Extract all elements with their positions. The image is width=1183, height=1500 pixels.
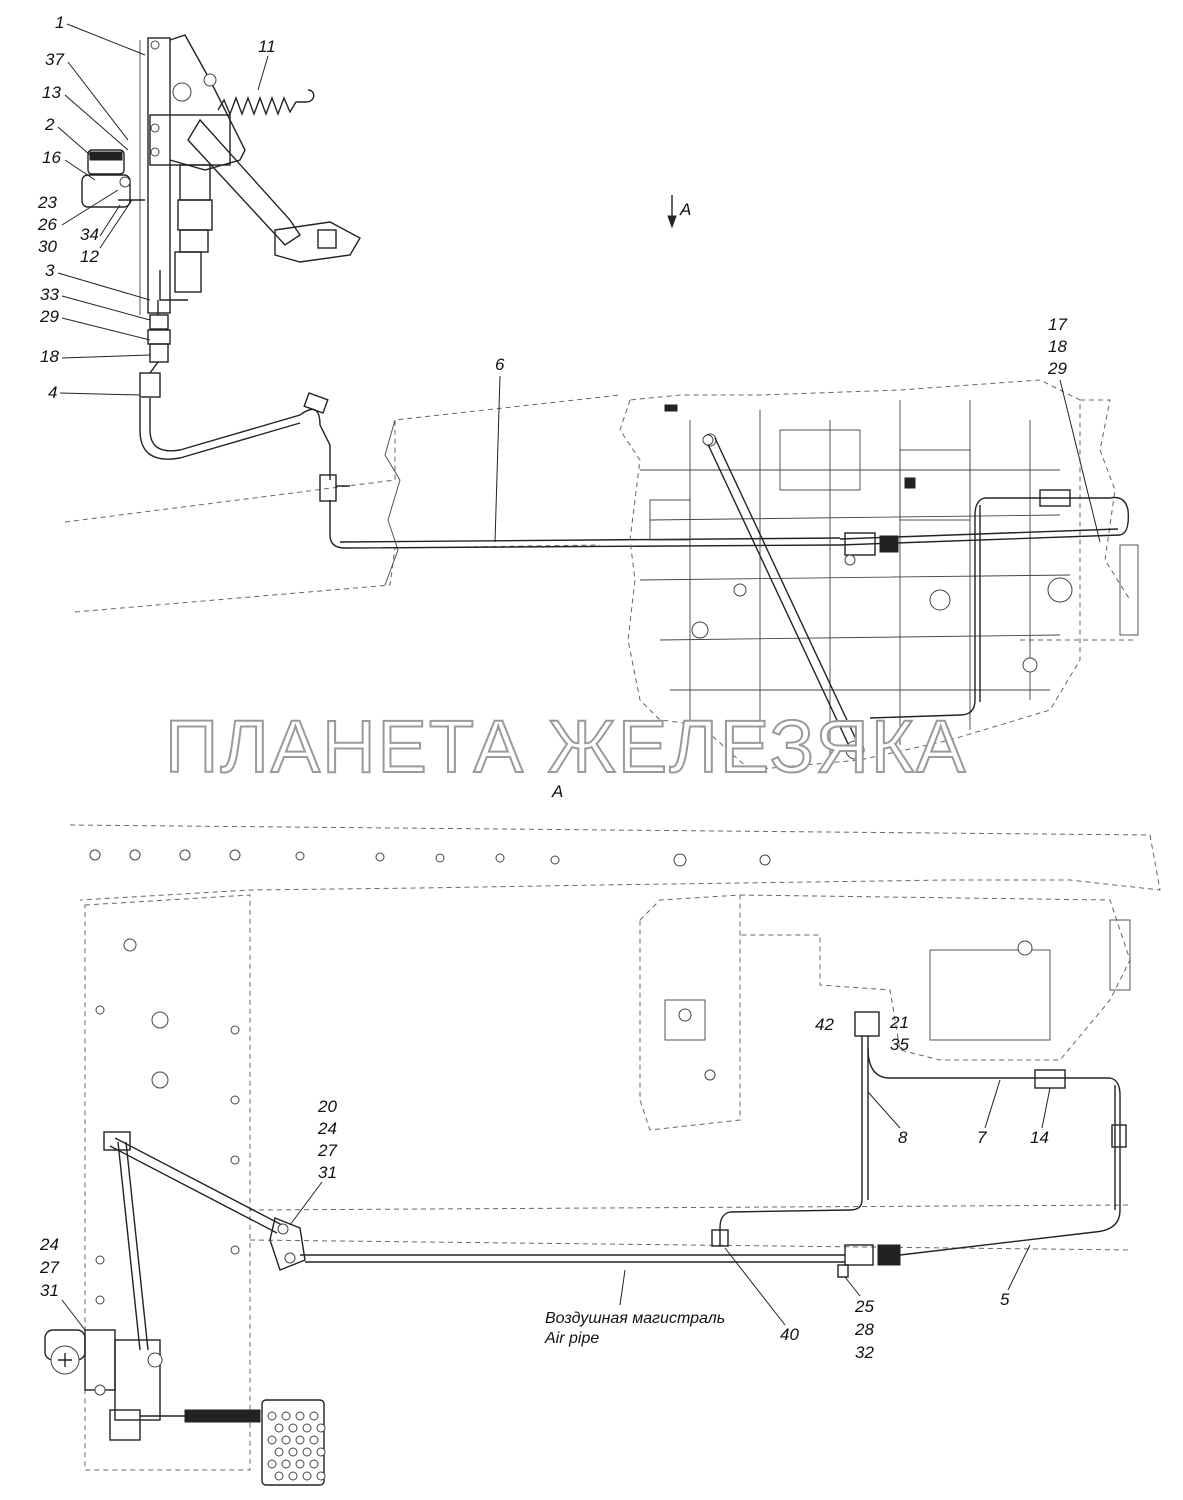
callout-17: 17 — [1048, 315, 1067, 334]
callout-2: 2 — [44, 115, 55, 134]
watermark: ПЛАНЕТА ЖЕЛЕЗЯКА — [165, 705, 967, 788]
callout-24-left: 24 — [39, 1235, 59, 1254]
pedal-pad-dot — [281, 1459, 291, 1469]
pedal-pad-dot — [309, 1411, 319, 1421]
callout-27-left: 27 — [39, 1258, 59, 1277]
callout-37: 37 — [45, 50, 64, 69]
callout-31-left: 31 — [40, 1281, 59, 1300]
callout-1: 1 — [55, 13, 64, 32]
pipe-4 — [149, 398, 331, 480]
pipe-loop-right — [839, 489, 1130, 719]
pedal-bracket — [139, 34, 246, 315]
air-pipe-label-ru: Воздушная магистраль — [545, 1310, 725, 1327]
callout-14: 14 — [1030, 1128, 1049, 1147]
fitting-25 — [837, 1244, 901, 1278]
callout-26: 26 — [37, 215, 57, 234]
pedal-pad-dot — [274, 1447, 284, 1457]
callout-30: 30 — [38, 237, 57, 256]
callout-4: 4 — [48, 383, 57, 402]
pipe-6 — [329, 500, 841, 549]
callout-21: 21 — [889, 1013, 909, 1032]
hose-fittings-top — [139, 300, 171, 398]
callout-7: 7 — [977, 1128, 987, 1147]
callout-34: 34 — [80, 225, 99, 244]
pedal-pad-dot — [267, 1435, 277, 1445]
pedal-pad-dot — [281, 1435, 291, 1445]
callout-8: 8 — [898, 1128, 908, 1147]
callout-23: 23 — [37, 193, 57, 212]
callout-29: 29 — [39, 307, 59, 326]
callout-25: 25 — [854, 1297, 874, 1316]
pedal-pad-dot — [302, 1423, 312, 1433]
callouts-bottom: 42 21 35 8 7 14 20 24 27 31 24 27 31 40 … — [39, 1013, 1051, 1362]
callouts-top: 1 37 13 2 16 23 26 34 12 30 3 33 29 18 4… — [37, 13, 1101, 543]
pipe-fitting-mid — [319, 474, 350, 502]
frame-rail-bottom — [69, 824, 1161, 1471]
pedal-pad-dot — [309, 1459, 319, 1469]
pedal-pad-dot — [274, 1471, 284, 1481]
callout-24: 24 — [317, 1119, 337, 1138]
pedal-pad-dot — [288, 1423, 298, 1433]
callout-18: 18 — [40, 347, 59, 366]
floor-pedal-pad — [261, 1399, 326, 1486]
clutch-valve-unit — [44, 1329, 261, 1441]
section-view-label: A — [551, 782, 563, 801]
pedal-pad-dot — [316, 1447, 326, 1457]
callout-12: 12 — [80, 247, 99, 266]
top-view — [64, 34, 1139, 771]
callout-16: 16 — [42, 148, 61, 167]
callout-5: 5 — [1000, 1290, 1010, 1309]
callout-13: 13 — [42, 83, 61, 102]
callout-18-right: 18 — [1048, 337, 1067, 356]
view-direction-arrow: A — [667, 195, 691, 229]
air-pipe-label-en: Air pipe — [544, 1330, 599, 1347]
callout-32: 32 — [855, 1343, 874, 1362]
clutch-pedal-lever — [187, 118, 361, 263]
callout-35: 35 — [890, 1035, 909, 1054]
callout-27: 27 — [317, 1141, 337, 1160]
frame-rail-top — [64, 394, 1135, 641]
callout-6: 6 — [495, 355, 505, 374]
master-cylinder — [159, 164, 213, 301]
pedal-pad-dot — [295, 1411, 305, 1421]
pedal-pad-dot — [316, 1471, 326, 1481]
pedal-pad-dot — [281, 1411, 291, 1421]
callout-29-right: 29 — [1047, 359, 1067, 378]
callout-3: 3 — [45, 261, 55, 280]
callout-11: 11 — [258, 37, 276, 56]
pedal-pad-dot — [274, 1423, 284, 1433]
pedal-pad-dot — [309, 1435, 319, 1445]
pedal-pad-dot — [316, 1423, 326, 1433]
pipes-bottom — [300, 1011, 1127, 1278]
gearbox-top — [619, 379, 1139, 771]
callout-20: 20 — [317, 1097, 337, 1116]
pedal-pad-dot — [295, 1435, 305, 1445]
pedal-pad-dot — [288, 1447, 298, 1457]
gearbox-bottom — [639, 894, 1131, 1131]
pedal-pad-dot — [267, 1411, 277, 1421]
pedal-pad-dot — [295, 1459, 305, 1469]
bottom-view — [44, 824, 1161, 1486]
return-spring — [217, 89, 315, 116]
pedal-pad-dot — [267, 1459, 277, 1469]
callout-31: 31 — [318, 1163, 337, 1182]
pedal-rods-bottom — [103, 1131, 306, 1351]
callout-40: 40 — [780, 1325, 799, 1344]
gearbox-cross-rod — [704, 437, 861, 749]
pedal-pad-dot — [288, 1471, 298, 1481]
view-arrow-label: A — [679, 200, 691, 219]
pedal-pad-dot — [302, 1447, 312, 1457]
callout-42: 42 — [815, 1015, 834, 1034]
callout-33: 33 — [40, 285, 59, 304]
pedal-pad-dot — [302, 1471, 312, 1481]
callout-28: 28 — [854, 1320, 874, 1339]
fluid-reservoir — [81, 149, 145, 208]
